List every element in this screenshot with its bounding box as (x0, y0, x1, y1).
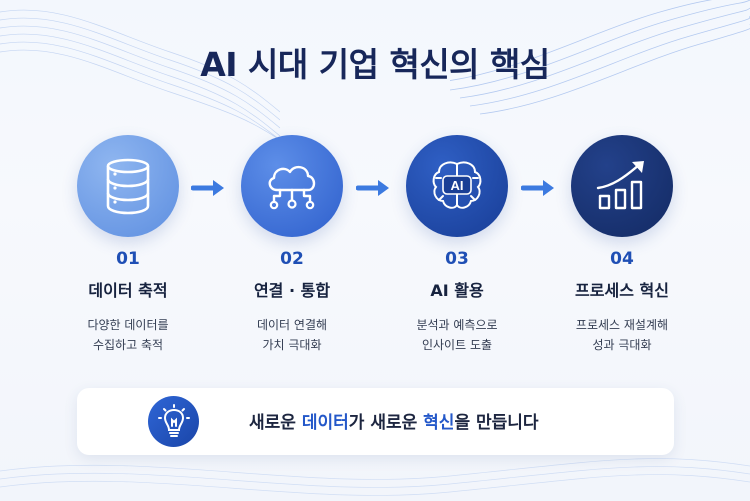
arrow-right-icon (521, 180, 554, 196)
step-description: 프로세스 재설계해 성과 극대화 (542, 315, 702, 355)
arrow-right-icon (191, 180, 224, 196)
step-2-circle (241, 135, 343, 237)
lightbulb-icon (148, 396, 199, 447)
step-description-line: 수집하고 축적 (92, 338, 164, 352)
step-name: 데이터 축적 (88, 281, 168, 300)
banner-highlight: 혁신 (423, 413, 455, 433)
step-number: 02 (280, 249, 304, 269)
step-description-line: 가치 극대화 (262, 338, 322, 352)
step-number: 03 (445, 249, 469, 269)
step-description-line: 다양한 데이터를 (87, 318, 169, 332)
banner-text: 을 만듭니다 (454, 413, 539, 433)
step-description-line: 성과 극대화 (592, 338, 652, 352)
step-description: 분석과 예측으로 인사이트 도출 (377, 315, 537, 355)
step-description: 다양한 데이터를 수집하고 축적 (48, 315, 208, 355)
banner-message: 새로운 데이터가 새로운 혁신을 만듭니다 (249, 408, 539, 433)
banner-highlight: 데이터 (301, 413, 349, 433)
step-4-circle (571, 135, 673, 237)
step-number: 04 (610, 249, 634, 269)
arrow-right-icon (356, 180, 389, 196)
step-1-circle (77, 135, 179, 237)
step-data-accumulation: 01 데이터 축적 다양한 데이터를 수집하고 축적 (48, 135, 208, 355)
step-description: 데이터 연결해 가치 극대화 (212, 315, 372, 355)
cloud-network-icon (268, 165, 316, 210)
message-banner: 새로운 데이터가 새로운 혁신을 만듭니다 (77, 388, 674, 455)
step-3-circle: AI (406, 135, 508, 237)
database-icon (106, 158, 150, 215)
step-name: 연결 · 통합 (253, 281, 331, 300)
step-name: AI 활용 (430, 281, 484, 300)
step-ai-usage: AI 03 AI 활용 분석과 예측으로 인사이트 도출 (377, 135, 537, 355)
process-steps: 01 데이터 축적 다양한 데이터를 수집하고 축적 02 (0, 135, 750, 355)
step-description-line: 분석과 예측으로 (416, 318, 498, 332)
banner-text: 가 새로운 (348, 413, 424, 433)
step-description-line: 인사이트 도출 (421, 338, 493, 352)
banner-text: 새로운 (249, 413, 302, 433)
page-title: AI 시대 기업 혁신의 핵심 (200, 45, 550, 84)
step-connect-integrate: 02 연결 · 통합 데이터 연결해 가치 극대화 (212, 135, 372, 355)
step-name: 프로세스 혁신 (575, 281, 669, 300)
ai-label: AI (451, 178, 464, 193)
growth-chart-icon (596, 161, 644, 210)
step-number: 01 (116, 249, 140, 269)
step-process-innovation: 04 프로세스 혁신 프로세스 재설계해 성과 극대화 (542, 135, 702, 355)
step-description-line: 데이터 연결해 (256, 318, 328, 332)
ai-brain-icon: AI (432, 161, 482, 209)
step-description-line: 프로세스 재설계해 (575, 318, 669, 332)
